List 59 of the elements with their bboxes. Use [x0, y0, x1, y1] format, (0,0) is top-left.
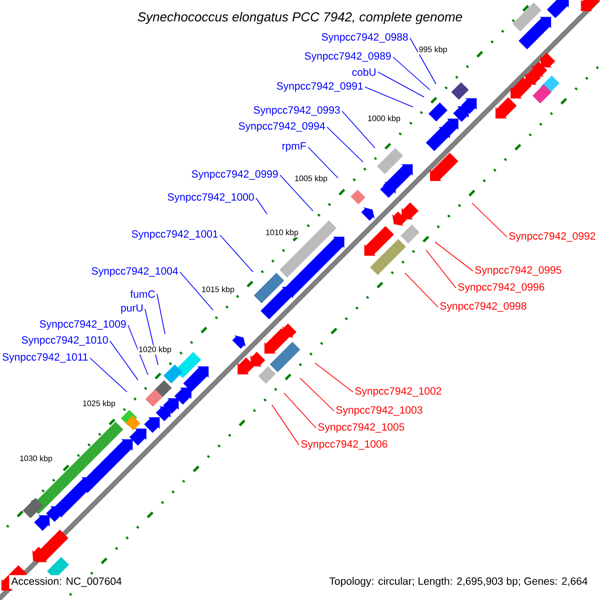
- gene-label: Synpcc7942_0995: [475, 266, 562, 276]
- leader-line: [364, 86, 414, 108]
- scale-label: 1005 kbp: [294, 174, 328, 184]
- gene-label: Synpcc7942_1000: [168, 193, 254, 203]
- leader-line: [300, 378, 334, 412]
- gene-label: Synpcc7942_0989: [304, 52, 391, 62]
- gene-label: Synpcc7942_1002: [355, 387, 442, 397]
- scale-label: 1030 kbp: [18, 454, 54, 464]
- gene-label: Synpcc7942_0994: [238, 122, 325, 132]
- gene-label: Synpcc7942_1001: [132, 230, 218, 240]
- leader-line: [378, 72, 424, 98]
- gene-label: Synpcc7942_0996: [458, 283, 544, 293]
- gene-label: Synpcc7942_1006: [301, 440, 388, 450]
- leader-line: [472, 202, 508, 238]
- scale-label: 995 kbp: [418, 45, 448, 55]
- gene-label: Synpcc7942_1003: [336, 406, 422, 416]
- gene-label: Synpcc7942_1009: [40, 320, 126, 330]
- info-text: Topology: circular; Length: 2,695,903 bp; Genes: 2,664: [327, 575, 590, 589]
- scale-label: 1025 kbp: [82, 399, 116, 409]
- gene-label: Synpcc7942_1010: [22, 336, 108, 346]
- scale-label: 1020 kbp: [138, 345, 172, 355]
- leader-line: [90, 358, 128, 392]
- gene-label: Synpcc7942_0992: [509, 232, 596, 242]
- leader-line: [144, 308, 158, 366]
- gene-label: Synpcc7942_0998: [440, 302, 526, 312]
- scale-label: 1010 kbp: [264, 228, 300, 238]
- leader-line: [326, 126, 364, 162]
- leader-line: [280, 174, 314, 212]
- gene-label: cobU: [352, 68, 376, 76]
- leader-line: [404, 272, 438, 308]
- scale-label: 1015 kbp: [200, 285, 236, 295]
- gene-label: Synpcc7942_1011: [2, 353, 88, 363]
- leader-line: [410, 38, 436, 84]
- gene-label: Synpcc7942_0988: [322, 33, 408, 43]
- gene-label: Synpcc7942_0991: [276, 82, 363, 92]
- leader-line: [426, 250, 456, 288]
- gene-label: fumC: [130, 290, 155, 298]
- leader-line: [314, 362, 354, 392]
- gene-label: rpmF: [282, 142, 306, 152]
- title: Synechococcus elongatus PCC 7942, complete genome: [138, 12, 462, 24]
- leader-line: [272, 404, 300, 446]
- leader-line: [128, 324, 148, 376]
- leader-line: [308, 146, 338, 178]
- info-text: Accession: NC_007604: [9, 575, 124, 589]
- leader-line: [180, 272, 214, 310]
- leader-line: [342, 110, 376, 148]
- leader-line: [220, 234, 254, 272]
- scale-label: 1000 kbp: [366, 114, 402, 124]
- leader-line: [434, 242, 474, 272]
- leader-line: [156, 294, 166, 334]
- gene-label: Synpcc7942_1004: [92, 267, 178, 277]
- gene-label: Synpcc7942_0993: [254, 106, 340, 116]
- gene-label: Synpcc7942_1005: [318, 423, 404, 433]
- leader-line: [284, 392, 316, 428]
- leader-line: [256, 198, 268, 214]
- gene-label: purU: [121, 304, 142, 314]
- leader-line: [392, 56, 430, 90]
- gene-label: Synpcc7942_0999: [192, 170, 278, 180]
- leader-line: [110, 340, 138, 380]
